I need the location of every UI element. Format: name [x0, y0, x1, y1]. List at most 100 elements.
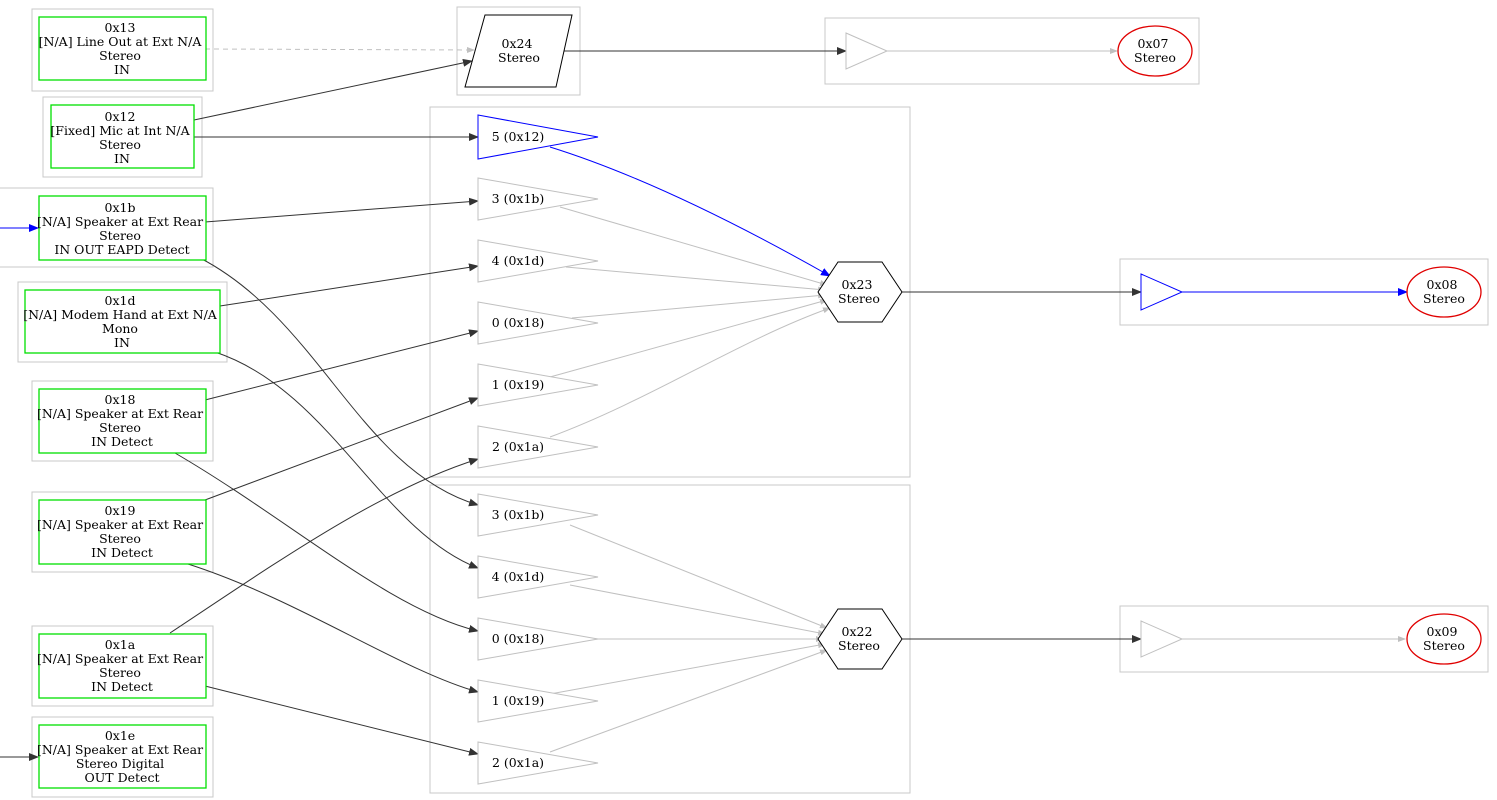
svg-text:0x22 Stereo: 0x22 Stereo — [838, 624, 880, 653]
pin-0x19[interactable]: 0x19 [N/A] Speaker at Ext Rear Stereo IN… — [37, 499, 207, 565]
node-channels: Stereo — [838, 291, 880, 306]
pin-caps: IN Detect — [91, 434, 153, 449]
mixer-input-triangle[interactable]: 1 (0x19) — [477, 679, 599, 723]
edge-in3-to-mixer23 — [559, 206, 828, 286]
edge-0x1d-to-mixer23-in4 — [219, 263, 479, 307]
mixer-input-triangle[interactable]: 4 (0x1d) — [477, 555, 599, 599]
svg-text:0x13 [N/A] Line Out at: 0x13 [N/A] Line Out at Ext N/A Stereo IN — [39, 20, 206, 77]
edge-in2-to-mixer23 — [549, 307, 831, 438]
node-id: 0x07 — [1138, 36, 1169, 51]
svg-text:0x23 Stereo: 0x23 Stereo — [838, 277, 880, 306]
mixer-input-label: 3 (0x1b) — [492, 191, 545, 206]
mixer-input-triangle[interactable]: 3 (0x1b) — [477, 177, 599, 221]
pin-nodes: 0x13 [N/A] Line Out at Ext N/A Stereo IN… — [23, 16, 221, 789]
edge-0x18-to-mixer22-in0 — [174, 452, 479, 633]
pin-id: 0x1b — [105, 200, 136, 215]
mixer-0x23-inputs: 5 (0x12) 3 (0x1b) 4 (0x1d) 0 (0x18) 1 (0… — [477, 114, 599, 469]
cluster-0x1b — [0, 187, 214, 268]
mixer-input-triangle[interactable]: 4 (0x1d) — [477, 239, 599, 283]
edges — [0, 46, 1408, 761]
svg-text:0x09 Stereo: 0x09 Stereo — [1423, 624, 1465, 653]
edge-0x1b-to-mixer23-in3 — [204, 197, 479, 223]
pin-desc: [N/A] Line Out at Ext N/A — [39, 34, 203, 49]
edge-0x19-to-mixer22-in1 — [187, 563, 479, 694]
edge-0x12-to-0x24 — [193, 58, 473, 121]
mixer-input-triangle[interactable]: 2 (0x1a) — [477, 425, 599, 469]
edge-in0-to-mixer23 — [571, 292, 826, 319]
clusters — [0, 6, 1489, 798]
edge-0x13-to-0x24 — [204, 46, 475, 53]
pin-desc: [N/A] Speaker at Ext Rear — [37, 214, 203, 229]
mixer-input-label: 2 (0x1a) — [492, 439, 544, 454]
node-id: 0x22 — [842, 624, 873, 639]
svg-text:0x12 [Fixed] Mic at In: 0x12 [Fixed] Mic at Int N/A Stereo IN — [50, 109, 193, 166]
mixer-input-triangle[interactable]: 0 (0x18) — [477, 617, 599, 661]
pin-channels: Stereo — [99, 137, 141, 152]
converter-0x24[interactable]: 0x24 Stereo — [464, 14, 573, 88]
mixer-input-triangle[interactable]: 1 (0x19) — [477, 363, 599, 407]
mixer-0x22[interactable]: 0x22 Stereo — [817, 608, 903, 670]
node-channels: Stereo — [1423, 638, 1465, 653]
pin-caps: IN Detect — [91, 545, 153, 560]
edge-mixer22-in3-to-mixer22 — [569, 524, 828, 629]
mixer-input-triangle[interactable]: 5 (0x12) — [477, 114, 599, 160]
cluster-0x1a — [31, 625, 214, 707]
node-id: 0x23 — [842, 277, 873, 292]
amp-0x09[interactable] — [1140, 620, 1184, 658]
svg-text:0x1a [N/A] Speaker at: 0x1a [N/A] Speaker at Ext Rear Stereo IN… — [37, 637, 207, 694]
pin-channels: Mono — [102, 321, 138, 336]
mixer-input-triangle[interactable]: 0 (0x18) — [477, 301, 599, 345]
cluster-0x19 — [31, 491, 214, 573]
svg-text:0x07 Stereo: 0x07 Stereo — [1134, 36, 1176, 65]
pin-caps: OUT Detect — [85, 770, 160, 785]
pin-channels: Stereo — [99, 48, 141, 63]
edge-0x1a-to-mixer23-in2 — [169, 457, 479, 634]
mixer-input-label: 4 (0x1d) — [492, 569, 545, 584]
pin-0x12[interactable]: 0x12 [Fixed] Mic at Int N/A Stereo IN — [50, 104, 195, 169]
cluster-0x13 — [31, 8, 214, 92]
pin-0x1e[interactable]: 0x1e [N/A] Speaker at Ext Rear Stereo Di… — [37, 724, 207, 789]
node-channels: Stereo — [838, 638, 880, 653]
pin-id: 0x18 — [105, 392, 136, 407]
pin-caps: IN — [114, 151, 130, 166]
pin-0x1d[interactable]: 0x1d [N/A] Modem Hand at Ext N/A Mono IN — [23, 289, 221, 354]
edge-0x1b-to-mixer22-in3 — [199, 257, 479, 507]
pin-0x1b[interactable]: 0x1b [N/A] Speaker at Ext Rear Stereo IN… — [37, 195, 207, 261]
pin-caps: IN — [114, 62, 130, 77]
output-0x07[interactable]: 0x07 Stereo — [1117, 25, 1193, 77]
mixer-input-label: 4 (0x1d) — [492, 253, 545, 268]
pin-id: 0x1e — [105, 728, 135, 743]
pin-id: 0x13 — [105, 20, 136, 35]
mixer-input-triangle[interactable]: 2 (0x1a) — [477, 741, 599, 785]
amp-0x07[interactable] — [845, 32, 889, 70]
mixer-input-label: 2 (0x1a) — [492, 755, 544, 770]
edge-0x1d-to-mixer22-in4 — [214, 351, 479, 569]
node-id: 0x09 — [1427, 624, 1458, 639]
svg-text:0x19 [N/A] Speaker at: 0x19 [N/A] Speaker at Ext Rear Stereo IN… — [37, 503, 207, 560]
pin-0x13[interactable]: 0x13 [N/A] Line Out at Ext N/A Stereo IN — [38, 16, 207, 81]
pin-desc: [Fixed] Mic at Int N/A — [50, 123, 190, 138]
output-0x08[interactable]: 0x08 Stereo — [1406, 266, 1482, 318]
cluster-0x18 — [31, 380, 214, 462]
edge-mixer22-in1-to-mixer22 — [549, 642, 826, 695]
node-channels: Stereo — [1423, 291, 1465, 306]
edge-mixer22-in2-to-mixer22 — [549, 649, 828, 753]
pin-desc: [N/A] Modem Hand at Ext N/A — [23, 307, 218, 322]
pin-0x18[interactable]: 0x18 [N/A] Speaker at Ext Rear Stereo IN… — [37, 388, 207, 454]
mixer-input-label: 0 (0x18) — [492, 631, 545, 646]
mixer-0x23[interactable]: 0x23 Stereo — [817, 261, 903, 323]
amp-0x08[interactable] — [1140, 273, 1184, 311]
edge-0x19-to-mixer23-in1 — [204, 397, 479, 501]
mixer-input-triangle[interactable]: 3 (0x1b) — [477, 493, 599, 537]
pin-caps: IN Detect — [91, 679, 153, 694]
mixer-input-label: 3 (0x1b) — [492, 507, 545, 522]
pin-caps: IN — [114, 335, 130, 350]
edge-in1-to-mixer23 — [549, 298, 828, 378]
pin-desc: [N/A] Speaker at Ext Rear — [37, 742, 203, 757]
output-0x09[interactable]: 0x09 Stereo — [1406, 613, 1482, 665]
pin-0x1a[interactable]: 0x1a [N/A] Speaker at Ext Rear Stereo IN… — [37, 633, 207, 699]
svg-text:0x24 Stereo: 0x24 Stereo — [498, 36, 540, 65]
edge-0x1a-to-mixer22-in2 — [204, 685, 479, 756]
pin-id: 0x19 — [105, 503, 136, 518]
